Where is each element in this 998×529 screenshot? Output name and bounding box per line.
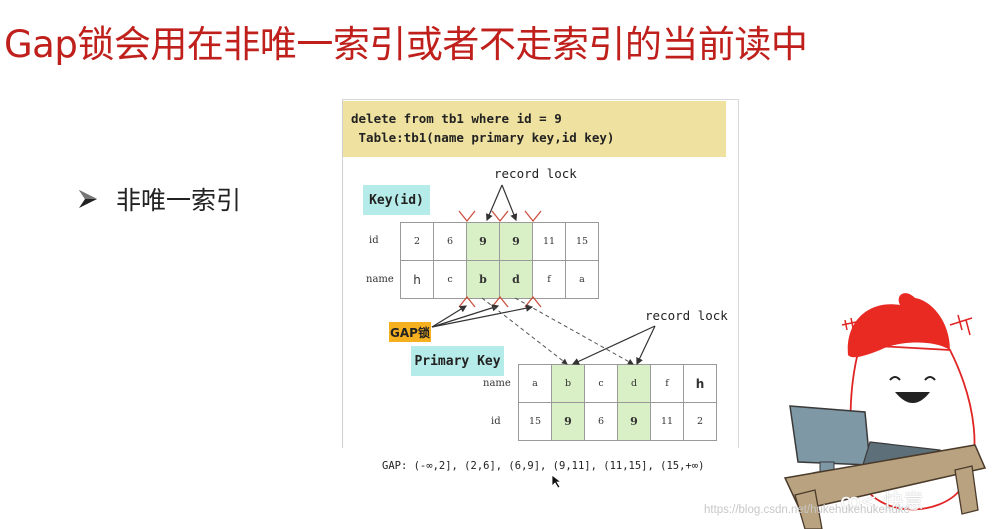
pk-row-label-id: id xyxy=(491,416,501,427)
bullet-item: 非唯一索引 xyxy=(78,181,241,217)
primary-key-label: Primary Key xyxy=(411,346,504,376)
key-row-label-id: id xyxy=(369,235,379,246)
table-cell: a xyxy=(518,364,552,403)
sql-line-1: delete from tb1 where id = 9 xyxy=(351,111,562,126)
video-logo: ꝏ< 快意 xyxy=(840,489,924,513)
sql-statement-box: delete from tb1 where id = 9 Table:tb1(n… xyxy=(343,101,726,157)
table-cell: h xyxy=(400,260,434,299)
table-cell: a xyxy=(565,260,599,299)
table-cell: c xyxy=(433,260,467,299)
table-cell-highlighted: 9 xyxy=(551,402,585,441)
table-cell: 15 xyxy=(565,222,599,261)
table-cell-highlighted: b xyxy=(551,364,585,403)
table-row: 15 9 6 9 11 2 xyxy=(518,402,717,441)
table-cell-highlighted: b xyxy=(466,260,500,299)
slide-title: Gap锁会用在非唯一索引或者不走索引的当前读中 xyxy=(4,23,808,66)
mascot-illustration xyxy=(783,293,987,529)
table-cell-highlighted: 9 xyxy=(617,402,651,441)
table-cell-highlighted: 9 xyxy=(499,222,533,261)
mouse-cursor-icon xyxy=(551,474,561,489)
bullet-text: 非唯一索引 xyxy=(116,186,242,215)
table-cell: f xyxy=(532,260,566,299)
key-index-table: 2 6 9 9 11 15 h c b d f a xyxy=(400,222,599,299)
table-row: 2 6 9 9 11 15 xyxy=(400,222,599,261)
table-cell: 2 xyxy=(400,222,434,261)
table-cell: 2 xyxy=(683,402,717,441)
key-row-label-name: name xyxy=(366,274,394,285)
table-cell-highlighted: 9 xyxy=(466,222,500,261)
primary-key-table: a b c d f h 15 9 6 9 11 2 xyxy=(518,364,717,441)
key-index-label: Key(id) xyxy=(363,185,430,215)
table-cell: c xyxy=(584,364,618,403)
sql-line-2: Table:tb1(name primary key,id key) xyxy=(351,130,615,145)
record-lock-label-top: record lock xyxy=(494,166,577,181)
table-row: a b c d f h xyxy=(518,364,717,403)
gap-lock-label: GAP锁 xyxy=(389,322,431,342)
table-cell-highlighted: d xyxy=(499,260,533,299)
diagram-frame xyxy=(342,99,739,448)
table-cell: 11 xyxy=(650,402,684,441)
gap-marker-icons xyxy=(458,210,542,308)
table-row: h c b d f a xyxy=(400,260,599,299)
record-lock-label-bottom: record lock xyxy=(645,308,728,323)
pk-row-label-name: name xyxy=(483,378,511,389)
table-cell: 6 xyxy=(584,402,618,441)
watermark-url: https://blog.csdn.net/hukehukehukehuke xyxy=(704,504,910,516)
gap-ranges-text: GAP: (-∞,2], (2,6], (6,9], (9,11], (11,1… xyxy=(382,460,705,472)
arrowhead-bullet-icon xyxy=(79,190,97,208)
